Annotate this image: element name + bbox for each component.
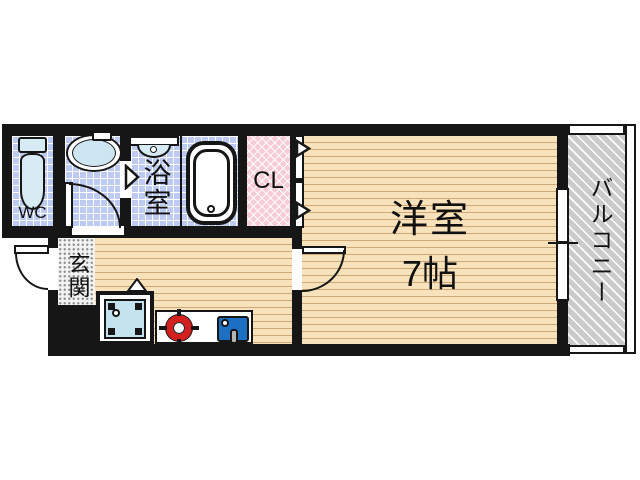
entrance-doorway-gap — [48, 248, 58, 290]
wc-label: WC — [18, 203, 47, 222]
washbasin-inner — [72, 139, 116, 167]
washer-drain-circle — [112, 309, 120, 317]
sink-drain-circle — [221, 319, 229, 327]
burner-tick-left — [159, 326, 167, 330]
bathtub-drain — [207, 205, 215, 213]
wall-top — [2, 124, 568, 136]
burner-tick-bottom — [177, 339, 181, 345]
wall-closet-right — [290, 136, 296, 226]
burner-tick-top — [177, 309, 181, 316]
toilet-tank-icon — [18, 137, 47, 153]
wall-left-upper — [2, 124, 12, 238]
western-room-size-label: 7帖 — [401, 252, 459, 294]
wall-bath-closet — [238, 136, 247, 226]
washer-corner-br — [135, 328, 142, 335]
entrance-floor — [58, 238, 95, 308]
sliding-window-tick — [548, 242, 578, 244]
wall-wc-powder — [53, 136, 65, 226]
balcony-rail-right — [625, 124, 636, 354]
washbasin-faucet — [92, 131, 112, 141]
closet-door-triangle-bottom-icon — [295, 201, 311, 220]
wall-room-right-bottom — [557, 299, 568, 349]
powder-doorway-gap — [72, 226, 124, 235]
wall-mid-horizontal — [2, 226, 302, 238]
stove-burner-icon — [166, 315, 192, 341]
toilet-bowl-icon — [20, 153, 45, 210]
closet-door-triangle-top-icon — [295, 139, 311, 158]
washer-tub-icon — [104, 299, 146, 339]
western-room-floor — [302, 136, 557, 344]
closet-floor — [247, 136, 290, 226]
sink-faucet-bar — [230, 329, 238, 344]
washer-corner-tl — [108, 303, 115, 310]
sliding-window-icon — [556, 188, 569, 301]
wall-room-right-top — [557, 124, 568, 190]
bathroom-label: 浴室 — [140, 158, 172, 218]
washer-corner-tr — [135, 303, 142, 310]
balcony-rail-top — [568, 124, 625, 135]
entrance-door-swing-arc — [15, 253, 48, 290]
western-room-label: 洋室 — [389, 198, 470, 241]
burner-tick-right — [191, 326, 199, 330]
washer-tap-triangle-icon — [127, 278, 147, 292]
bath-divider-line — [180, 136, 182, 226]
western-room-label-block: 洋室 7帖 — [330, 192, 530, 294]
wall-bottom — [48, 344, 570, 356]
bath-vanity-dot — [150, 146, 157, 153]
room-doorway-gap — [292, 247, 302, 292]
closet-door-divider — [294, 178, 304, 183]
closet-label: CL — [253, 167, 284, 194]
balcony-rail-bottom — [568, 345, 625, 354]
entrance-label: 玄関 — [65, 252, 91, 300]
bath-door-triangle-icon — [124, 164, 140, 190]
balcony-floor — [568, 135, 625, 345]
balcony-label: バルコニー — [587, 176, 613, 306]
washer-corner-bl — [108, 328, 115, 335]
